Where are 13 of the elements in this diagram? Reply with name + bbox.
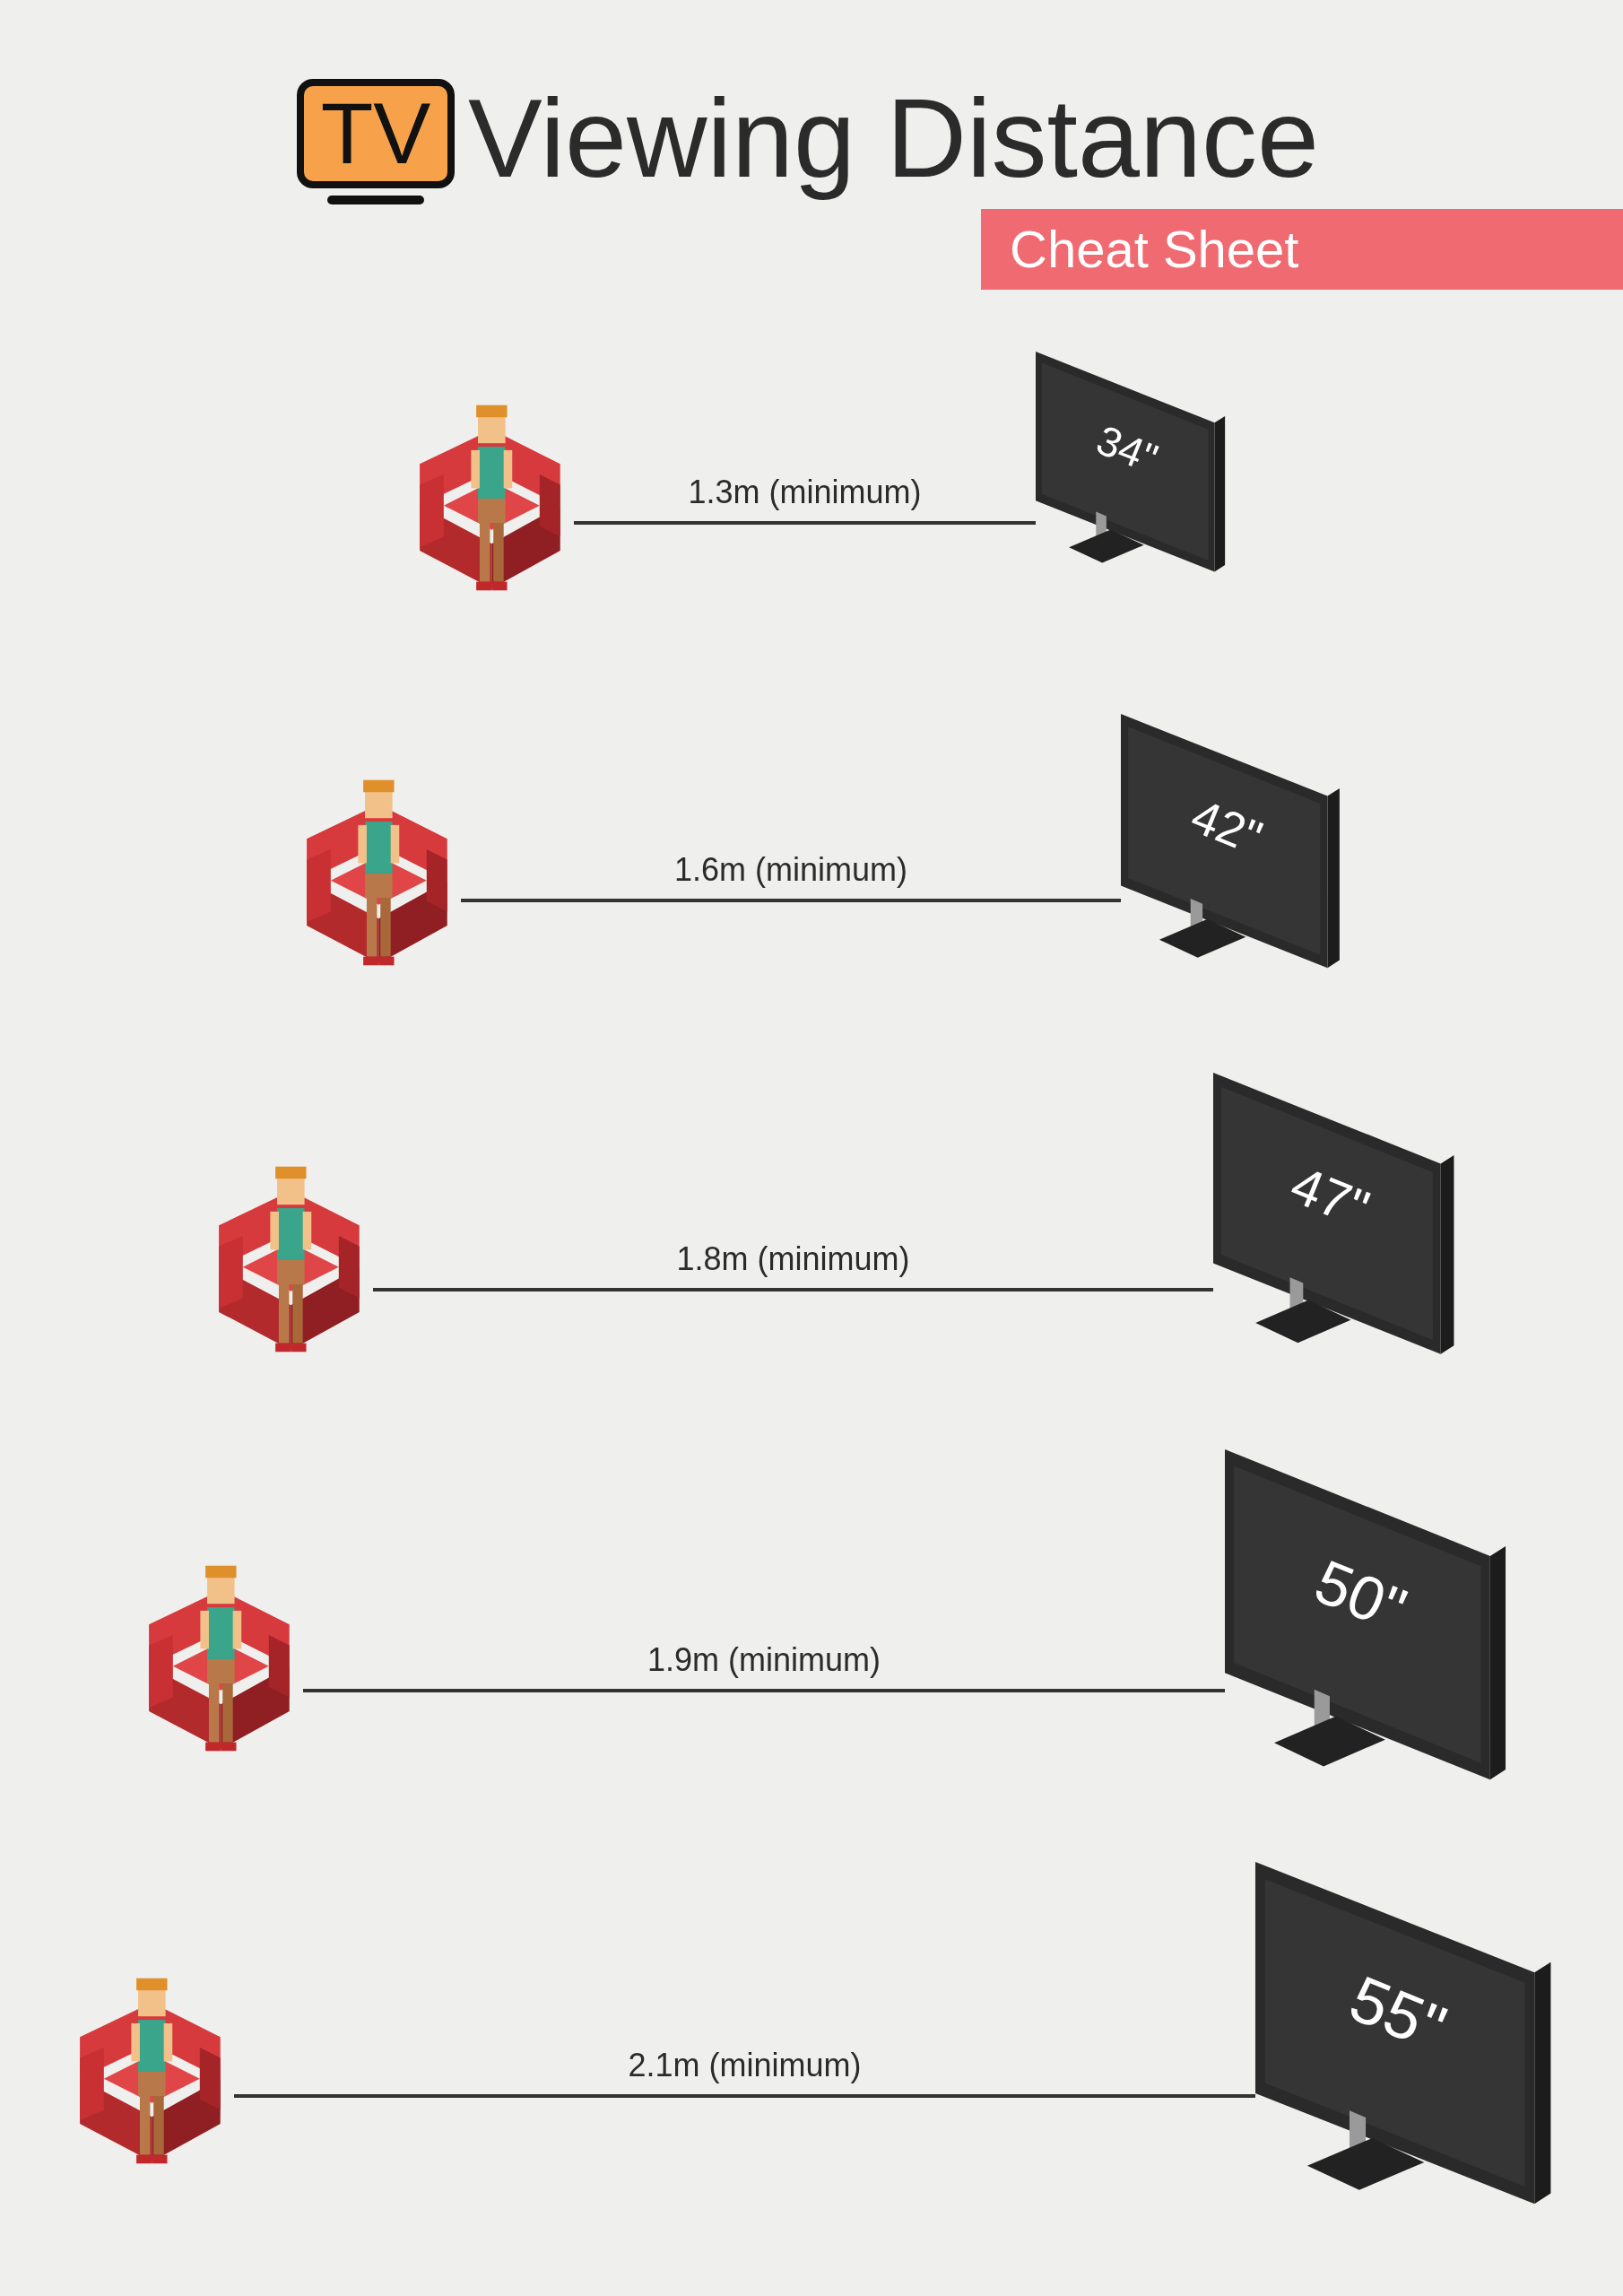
distance-line — [234, 2094, 1255, 2098]
tv-screen-badge: TV — [297, 79, 455, 188]
distance-line — [373, 1288, 1213, 1292]
screen-size-label: 47" — [1283, 1158, 1376, 1238]
screen-size-label: 55" — [1341, 1965, 1455, 2062]
distance-line — [461, 899, 1121, 902]
subtitle-banner: Cheat Sheet — [981, 209, 1623, 290]
screen-size-label: 34" — [1090, 418, 1164, 481]
distance-line — [303, 1689, 1225, 1692]
distance-line — [574, 521, 1036, 525]
screen-size-label: 42" — [1185, 791, 1269, 863]
screen-size-label: 50" — [1306, 1550, 1415, 1642]
title: Viewing Distance — [468, 75, 1319, 201]
